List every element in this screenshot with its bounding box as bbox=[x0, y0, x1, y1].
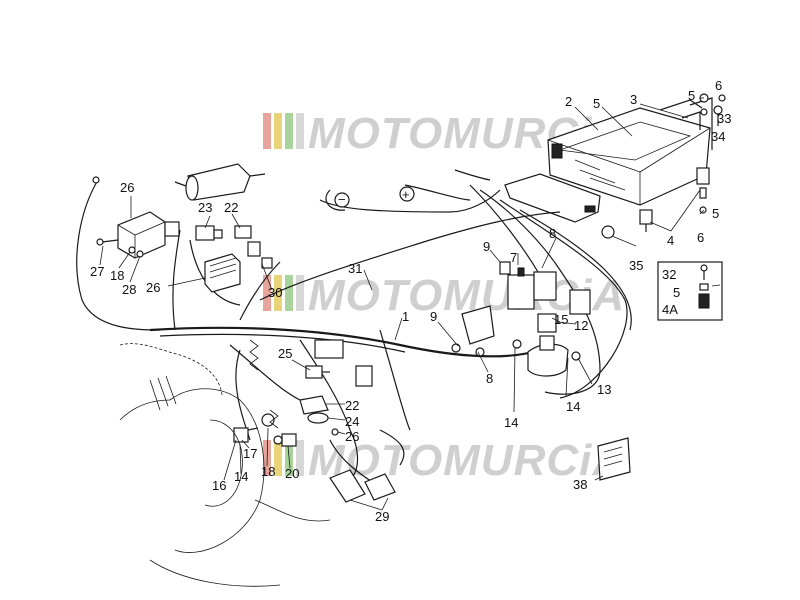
callout-30: 30 bbox=[268, 285, 282, 300]
ecu-connector bbox=[504, 173, 601, 223]
ecu-control-unit bbox=[547, 99, 711, 206]
callout-14: 14 bbox=[234, 469, 248, 484]
label-plate bbox=[597, 437, 631, 481]
callout-6: 6 bbox=[715, 78, 722, 93]
callout-28: 28 bbox=[122, 282, 136, 297]
main-wiring-harness bbox=[149, 169, 632, 491]
sensor-22-lower bbox=[299, 395, 329, 415]
connector-part bbox=[261, 257, 273, 269]
svg-text:−: − bbox=[338, 192, 346, 207]
sensor-tip bbox=[92, 176, 100, 184]
connector-block bbox=[355, 365, 373, 387]
screw-part bbox=[96, 238, 119, 246]
callout-12: 12 bbox=[574, 318, 588, 333]
sensor-cable bbox=[76, 179, 161, 331]
callout-5: 5 bbox=[673, 285, 680, 300]
callout-35: 35 bbox=[629, 258, 643, 273]
callout-9: 9 bbox=[430, 309, 437, 324]
engine-outline bbox=[119, 343, 331, 587]
callout-24: 24 bbox=[345, 414, 359, 429]
callout-8: 8 bbox=[486, 371, 493, 386]
detail-inset-box bbox=[657, 261, 723, 321]
callout-18: 18 bbox=[261, 464, 275, 479]
callout-4A: 4A bbox=[662, 302, 678, 317]
callout-5: 5 bbox=[688, 88, 695, 103]
washer-part bbox=[331, 428, 339, 436]
watermark-text: MOTOMURCiA bbox=[308, 436, 625, 485]
sensor-24 bbox=[307, 412, 329, 424]
watermark-bottom: MOTOMURCiA bbox=[263, 436, 625, 485]
ecu-mount-bracket bbox=[639, 93, 713, 232]
leader-lines bbox=[99, 97, 721, 511]
callout-32: 32 bbox=[662, 267, 676, 282]
svg-text:+: + bbox=[402, 187, 410, 202]
callout-26: 26 bbox=[120, 180, 134, 195]
callout-4: 4 bbox=[667, 233, 674, 248]
callout-9: 9 bbox=[483, 239, 490, 254]
connector-23 bbox=[195, 225, 223, 241]
callout-22: 22 bbox=[224, 200, 238, 215]
callout-2: 2 bbox=[565, 94, 572, 109]
callout-17: 17 bbox=[243, 446, 257, 461]
callout-33: 33 bbox=[717, 111, 731, 126]
sensor-25 bbox=[305, 365, 330, 379]
ignition-coil-lower bbox=[204, 253, 241, 293]
small-connector bbox=[499, 261, 511, 275]
connector-block bbox=[314, 339, 344, 359]
callout-14: 14 bbox=[504, 415, 518, 430]
fuse-holder-15 bbox=[537, 289, 591, 333]
spark-plug-cap-29 bbox=[329, 469, 396, 503]
callout-8: 8 bbox=[549, 226, 556, 241]
callout-1: 1 bbox=[402, 309, 409, 324]
screw-part bbox=[713, 94, 726, 126]
callout-34: 34 bbox=[711, 129, 725, 144]
battery-terminal-negative: − bbox=[334, 192, 350, 208]
connector-22 bbox=[234, 225, 261, 257]
callout-5: 5 bbox=[593, 96, 600, 111]
grommet-part bbox=[601, 225, 615, 239]
callout-26: 26 bbox=[345, 429, 359, 444]
callout-23: 23 bbox=[198, 200, 212, 215]
callout-31: 31 bbox=[348, 261, 362, 276]
washer-part bbox=[128, 246, 136, 254]
callout-18: 18 bbox=[110, 268, 124, 283]
callout-14: 14 bbox=[566, 399, 580, 414]
callout-22: 22 bbox=[345, 398, 359, 413]
callout-3: 3 bbox=[630, 92, 637, 107]
grommet-part bbox=[512, 339, 522, 349]
callout-13: 13 bbox=[597, 382, 611, 397]
callout-38: 38 bbox=[573, 477, 587, 492]
relay-12-13 bbox=[527, 335, 581, 377]
relay-module bbox=[507, 267, 557, 310]
callout-27: 27 bbox=[90, 264, 104, 279]
callout-15: 15 bbox=[554, 312, 568, 327]
callout-20: 20 bbox=[285, 466, 299, 481]
callout-5: 5 bbox=[712, 206, 719, 221]
battery-terminal-positive: + bbox=[399, 186, 415, 202]
sensor-20 bbox=[273, 433, 297, 447]
fuel-pump bbox=[174, 163, 266, 201]
spring-clip bbox=[249, 339, 279, 429]
ignition-coil-upper bbox=[117, 211, 180, 259]
callout-29: 29 bbox=[375, 509, 389, 524]
callout-6: 6 bbox=[697, 230, 704, 245]
callout-26: 26 bbox=[146, 280, 160, 295]
callout-16: 16 bbox=[212, 478, 226, 493]
callout-7: 7 bbox=[510, 250, 517, 265]
callout-25: 25 bbox=[278, 346, 292, 361]
callout-labels: 2 5 3 5 6 33 34 5 4 6 35 32 5 4A 8 9 7 1… bbox=[90, 78, 731, 524]
